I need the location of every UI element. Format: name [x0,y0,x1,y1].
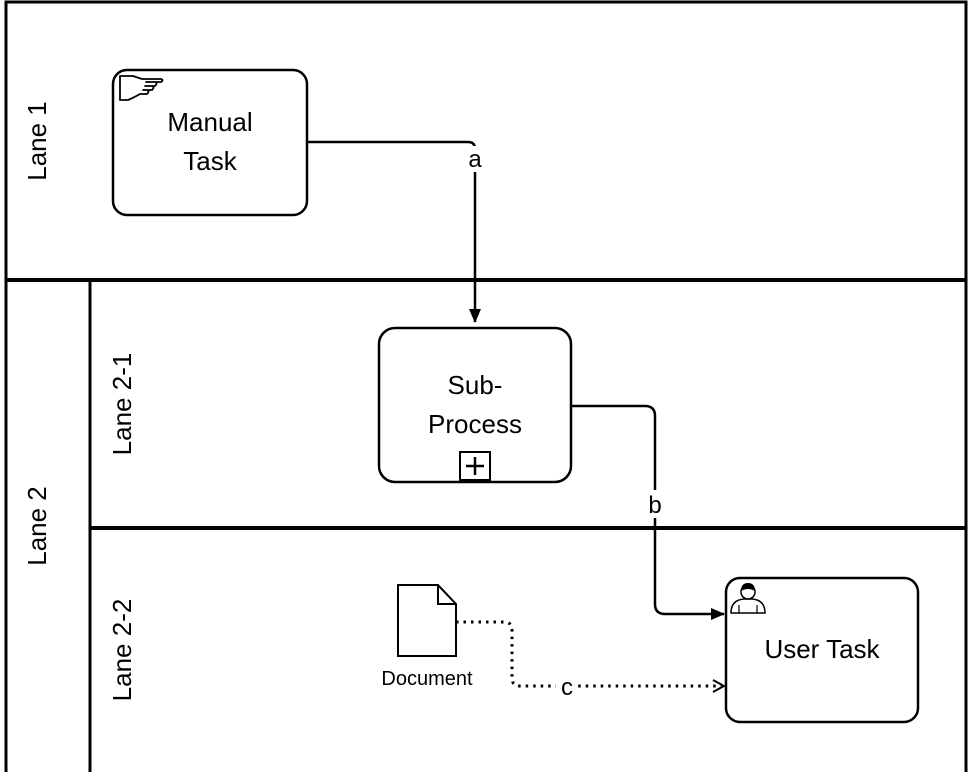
lane-1-label: Lane 1 [22,101,52,181]
lane-2-2[interactable]: Lane 2-2 [107,599,137,702]
manual-task-shape[interactable] [111,68,309,217]
hand-icon [119,75,164,101]
user-task-shape[interactable] [724,576,920,724]
document[interactable]: Document [381,584,473,690]
lane-1[interactable]: Lane 1 [6,101,966,282]
flow-c-line[interactable] [456,620,724,686]
document-label: Document [381,668,473,690]
document-shape[interactable] [397,584,457,657]
expand-marker-icon[interactable] [459,451,491,481]
sequence-flow-a[interactable]: a [308,140,488,323]
lane-2-1[interactable]: Lane 2-1 [90,353,966,530]
sequence-flow-b[interactable]: b [571,404,725,620]
manual-task[interactable]: Manual Task [111,68,309,217]
flow-b-label: b [648,492,661,519]
flow-a-label: a [468,146,482,173]
sub-process-label-line1: Sub- [448,370,503,400]
data-association-c[interactable]: c [456,620,724,701]
user-icon [730,583,766,614]
sub-process-label-line2: Process [428,409,522,439]
manual-task-label-line2: Task [183,146,237,176]
flow-c-label-bg [556,674,578,698]
flow-a-label-bg [462,146,488,172]
sub-process-shape[interactable] [377,326,573,484]
lane-2-label: Lane 2 [22,486,52,566]
user-task[interactable]: User Task [724,576,920,724]
flow-b-label-bg [643,490,667,518]
lane-2-2-label: Lane 2-2 [107,599,137,702]
user-task-label: User Task [764,634,880,664]
document-fold [437,585,456,605]
lane-2-1-label: Lane 2-1 [107,353,137,456]
flow-c-label: c [561,674,573,701]
manual-task-label-line1: Manual [167,107,252,137]
sub-process[interactable]: Sub- Process [377,326,573,484]
